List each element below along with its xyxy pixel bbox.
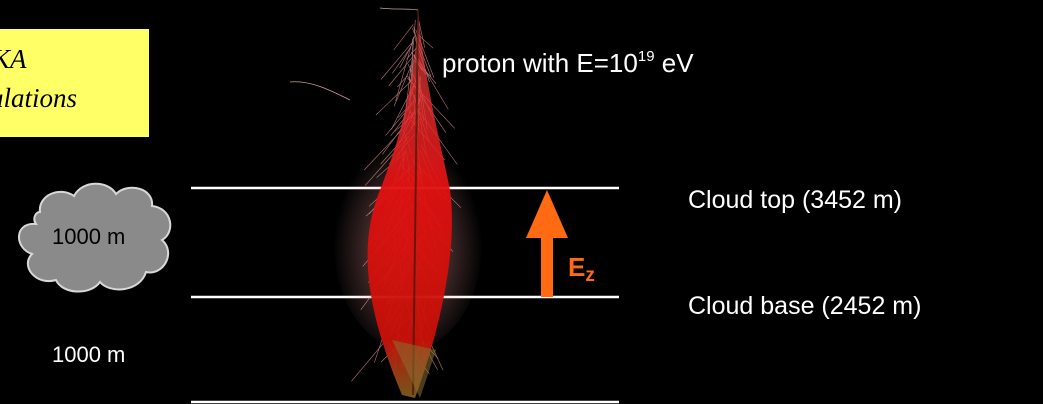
note-line-1: KA bbox=[0, 44, 27, 74]
lower-layer-thickness-label: 1000 m bbox=[52, 342, 126, 367]
particle-track bbox=[397, 75, 408, 88]
particle-track bbox=[393, 24, 414, 51]
cloud-icon bbox=[18, 182, 172, 293]
particle-track bbox=[380, 43, 412, 80]
up-arrow-icon bbox=[526, 190, 568, 297]
cloud-base-label: Cloud base (2452 m) bbox=[688, 292, 922, 320]
cloud-thickness-label: 1000 m bbox=[52, 224, 126, 249]
particle-track bbox=[351, 342, 384, 382]
field-symbol: E bbox=[568, 252, 586, 282]
particle-track bbox=[392, 46, 412, 74]
field-subscript: z bbox=[585, 265, 595, 286]
cloud-top-label: Cloud top (3452 m) bbox=[688, 186, 903, 214]
air-shower bbox=[289, 7, 483, 398]
particle-track bbox=[388, 57, 413, 87]
note-line-2: ulations bbox=[0, 83, 78, 113]
particle-track bbox=[418, 21, 425, 48]
primary-particle-label: proton with E=1019 eV bbox=[442, 48, 694, 79]
title-prefix: proton with E=10 bbox=[442, 48, 638, 78]
particle-track bbox=[410, 55, 415, 81]
simulation-note: KA ulations bbox=[0, 29, 149, 137]
title-exponent: 19 bbox=[637, 48, 655, 65]
field-label: Ez bbox=[568, 252, 595, 286]
title-suffix: eV bbox=[654, 48, 694, 78]
particle-track bbox=[393, 68, 410, 107]
particle-track bbox=[375, 81, 412, 116]
